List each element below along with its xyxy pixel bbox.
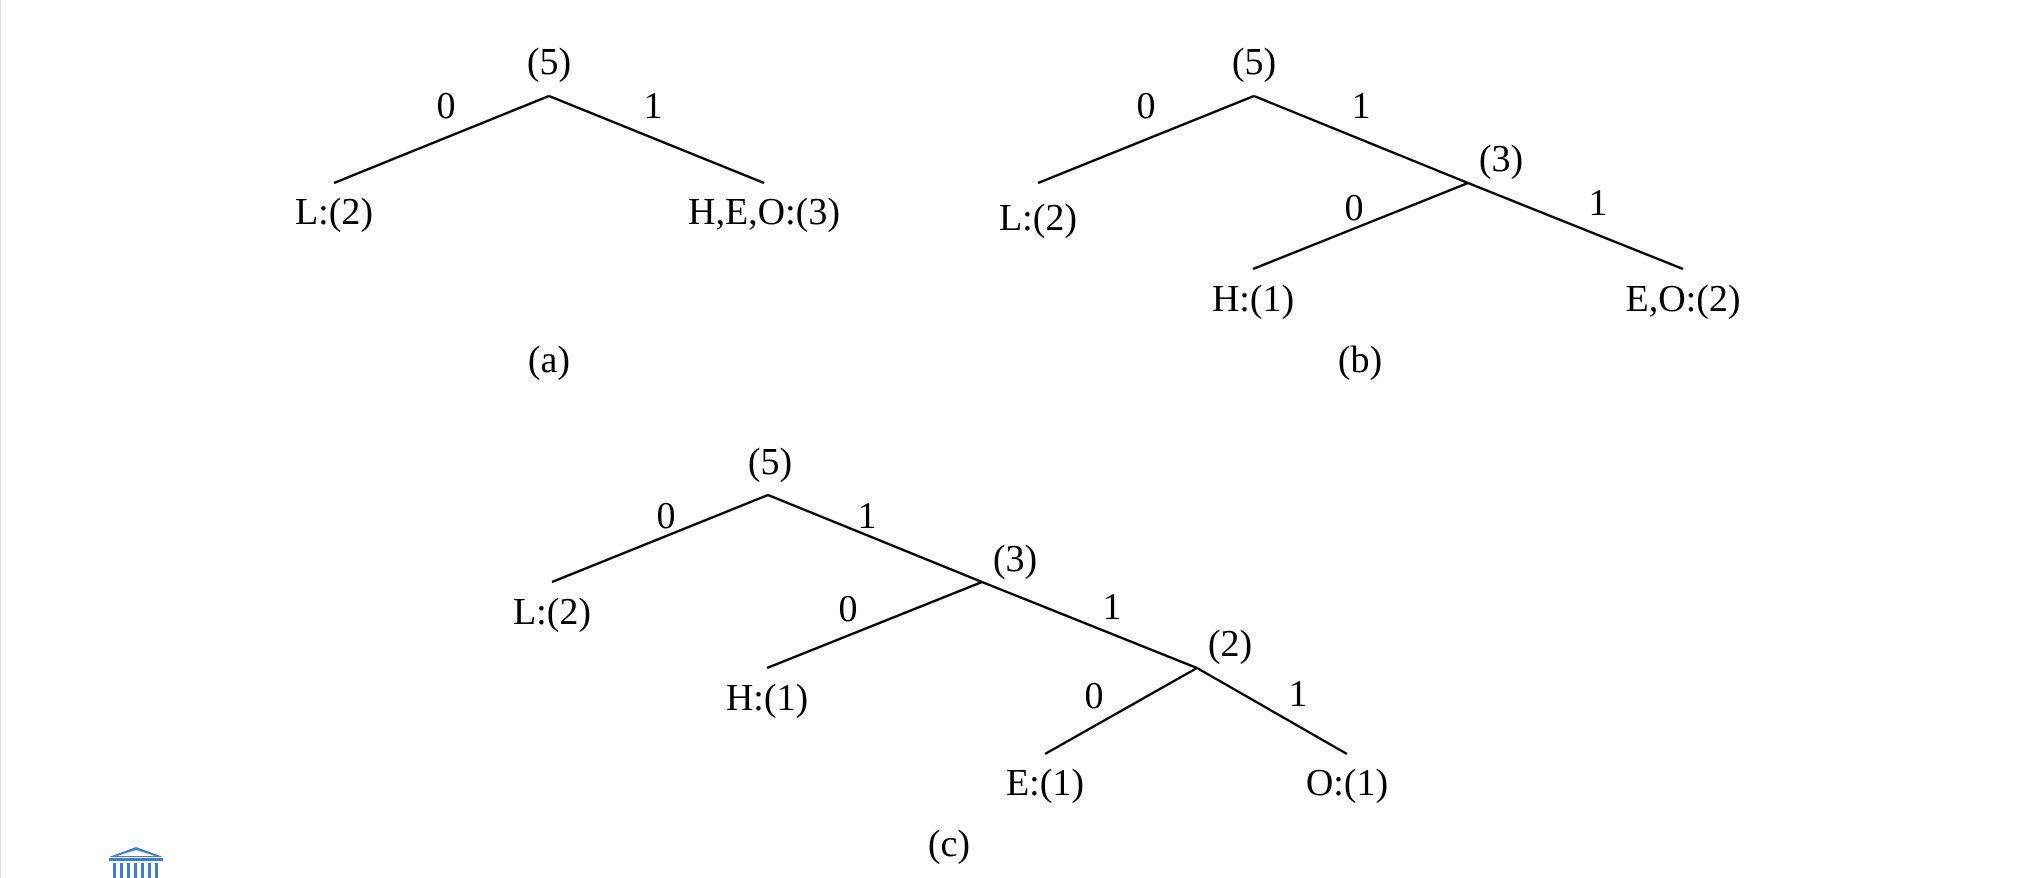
tree-a-edge-label-0: 0 [437, 85, 456, 127]
edge-b-inner-right [1467, 181, 1684, 271]
tree-a-leaf-heo: H,E,O:(3) [688, 191, 840, 233]
tree-c-inner3-edge-label-0: 0 [839, 588, 858, 630]
tree-a-edge-label-1: 1 [644, 85, 663, 127]
tree-c-leaf-e: E:(1) [1006, 762, 1084, 804]
edge-c-root-right [767, 493, 983, 584]
edge-b-root-right [1253, 94, 1469, 185]
tree-b-edge-label-0: 0 [1137, 85, 1156, 127]
edge-c-inner2-left [1044, 666, 1198, 756]
edge-a-right [548, 94, 765, 185]
edge-c-inner3-right [981, 580, 1198, 670]
edge-a-left [333, 94, 550, 185]
tree-b-edge-label-1: 1 [1352, 85, 1371, 127]
tree-b-root: (5) [1232, 41, 1276, 83]
tree-a-caption: (a) [528, 339, 570, 381]
tree-c-edge-label-1: 1 [858, 495, 877, 537]
tree-c-root: (5) [748, 441, 792, 483]
tree-b: (5) 0 1 L:(2) (3) 0 1 H:(1) E,O:(2) (b) [999, 41, 1741, 381]
tree-a: (5) 0 1 L:(2) H,E,O:(3) (a) [295, 41, 840, 381]
tree-c-leaf-l: L:(2) [513, 591, 591, 633]
edge-b-inner-left [1252, 181, 1469, 271]
tree-a-root: (5) [527, 41, 571, 83]
tree-b-leaf-eo: E,O:(2) [1625, 278, 1740, 320]
tree-b-inner-edge-label-1: 1 [1589, 182, 1608, 224]
tree-c: (5) 0 1 L:(2) (3) 0 1 H:(1) (2) 0 1 E:(1… [513, 441, 1388, 865]
tree-c-inner2-edge-label-1: 1 [1289, 673, 1308, 715]
tree-c-leaf-o: O:(1) [1306, 762, 1388, 804]
tree-c-leaf-h: H:(1) [726, 677, 808, 719]
institution-icon [109, 847, 163, 878]
edge-c-inner3-left [766, 580, 983, 670]
tree-c-caption: (c) [928, 823, 970, 865]
tree-b-leaf-h: H:(1) [1212, 278, 1294, 320]
tree-c-inner-node-3: (3) [993, 538, 1037, 580]
tree-b-inner-node: (3) [1479, 138, 1523, 180]
edge-c-root-left [551, 493, 769, 584]
tree-c-inner2-edge-label-0: 0 [1085, 675, 1104, 717]
edge-b-root-left [1037, 94, 1255, 185]
edge-c-inner2-right [1196, 666, 1348, 756]
tree-c-inner3-edge-label-1: 1 [1103, 586, 1122, 628]
tree-b-caption: (b) [1338, 339, 1382, 381]
tree-a-leaf-l: L:(2) [295, 191, 373, 233]
tree-c-inner-node-2: (2) [1208, 623, 1252, 665]
tree-b-leaf-l: L:(2) [999, 197, 1077, 239]
tree-c-edge-label-0: 0 [657, 495, 676, 537]
tree-b-inner-edge-label-0: 0 [1345, 187, 1364, 229]
